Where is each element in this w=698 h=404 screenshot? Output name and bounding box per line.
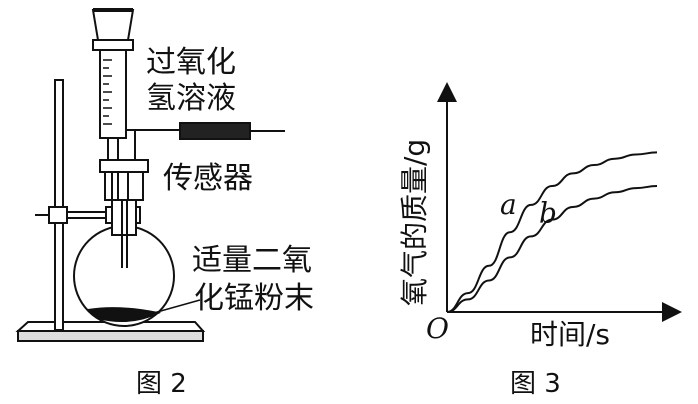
series-line-b	[446, 185, 658, 313]
series-label-b: b	[539, 196, 557, 229]
label-peroxide-line2: 氢溶液	[146, 81, 236, 116]
label-mno2-line1: 适量二氧	[192, 243, 312, 278]
stand-base	[17, 330, 204, 342]
origin-label: O	[426, 312, 449, 345]
syringe-graduations	[103, 59, 112, 125]
label-peroxide-line1: 过氧化	[146, 45, 236, 80]
mno2-powder	[85, 307, 162, 323]
rubber-stopper	[104, 171, 144, 201]
label-sensor: 传感器	[163, 161, 253, 196]
label-mno2-line2: 化锰粉末	[194, 281, 314, 316]
powder-leader-line	[149, 299, 201, 315]
series-line-a	[446, 151, 658, 313]
clamp-boss	[48, 206, 68, 224]
x-axis-label: 时间/s	[530, 318, 610, 351]
caption-figure2: 图 2	[136, 369, 187, 399]
sensor-block	[179, 122, 251, 140]
series-label-a: a	[500, 188, 517, 221]
stand-rod	[54, 79, 64, 331]
syringe-barrel	[99, 49, 127, 139]
y-axis-label: 氧气的质量/g	[398, 139, 431, 306]
syringe-plunger-cup	[91, 9, 135, 41]
series-layer	[446, 151, 658, 313]
apparatus-figure	[15, 8, 285, 342]
caption-figure3: 图 3	[510, 369, 561, 399]
